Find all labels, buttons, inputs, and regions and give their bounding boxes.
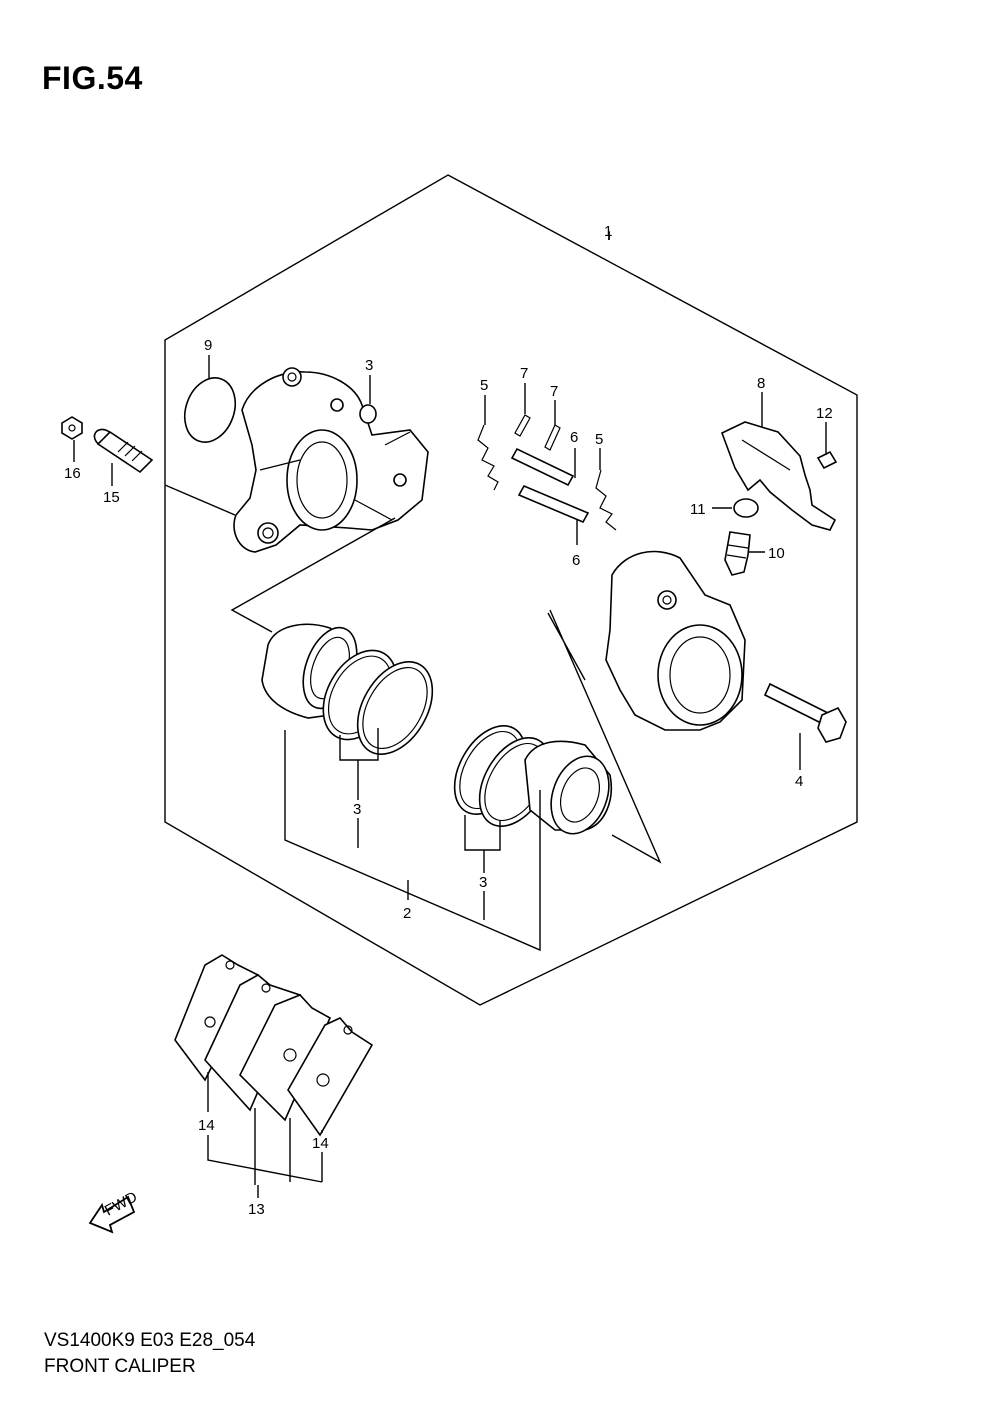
callout-6-bottom: 6: [572, 552, 580, 569]
callout-5-right: 5: [595, 431, 603, 448]
pad-springs-part: [477, 424, 617, 531]
bleeder-cap-small-part: [733, 498, 759, 518]
callout-10: 10: [768, 545, 785, 562]
callout-9: 9: [204, 337, 212, 354]
part-name: FRONT CALIPER: [44, 1356, 196, 1377]
clip-pins-part: [514, 414, 561, 451]
callout-8: 8: [757, 375, 765, 392]
caliper-bolt-part: [763, 682, 847, 743]
callout-3-top: 3: [365, 357, 373, 374]
model-code: VS1400K9 E03 E28_054: [44, 1330, 256, 1351]
callout-labels: 1 9 3 5 7 7 6 5 8 12 16 15 11 10 6 4 3 3…: [64, 223, 833, 1218]
caliper-housing-left: [233, 367, 429, 553]
callout-14-left: 14: [198, 1117, 215, 1134]
caliper-housing-right: [605, 550, 746, 731]
callout-4: 4: [795, 773, 803, 790]
callout-5-left: 5: [480, 377, 488, 394]
callout-16: 16: [64, 465, 81, 482]
callout-2: 2: [403, 905, 411, 922]
callout-3-left: 3: [353, 801, 361, 818]
fwd-arrow-icon: FWD: [88, 1188, 140, 1234]
callout-13: 13: [248, 1201, 265, 1218]
callout-11: 11: [690, 501, 706, 518]
cover-screw-part: [816, 450, 838, 470]
leader-lines: [73, 231, 827, 1198]
piston-seals-left-part: [322, 649, 434, 755]
callout-15: 15: [103, 489, 120, 506]
callout-7-right: 7: [550, 383, 558, 400]
bleeder-valve-part: [724, 531, 751, 576]
small-seal-part: [359, 404, 377, 424]
assembly-boundary: [164, 174, 858, 1006]
callout-12: 12: [816, 405, 833, 422]
callout-14-right: 14: [312, 1135, 329, 1152]
piston-right-part: [524, 740, 612, 835]
callout-6-top: 6: [570, 429, 578, 446]
callout-7-left: 7: [520, 365, 528, 382]
pad-pins-part: [510, 447, 590, 524]
brake-pads-part: [174, 954, 374, 1137]
callout-1: 1: [604, 223, 612, 240]
pad-cover-part: [720, 421, 837, 531]
pin-bolt-part: [93, 428, 154, 474]
figure-title: FIG.54: [42, 60, 143, 96]
o-ring-part: [183, 377, 237, 443]
assembly-divider-lines: [164, 484, 662, 864]
callout-3-right: 3: [479, 874, 487, 891]
bleeder-cap-part: [61, 416, 83, 440]
